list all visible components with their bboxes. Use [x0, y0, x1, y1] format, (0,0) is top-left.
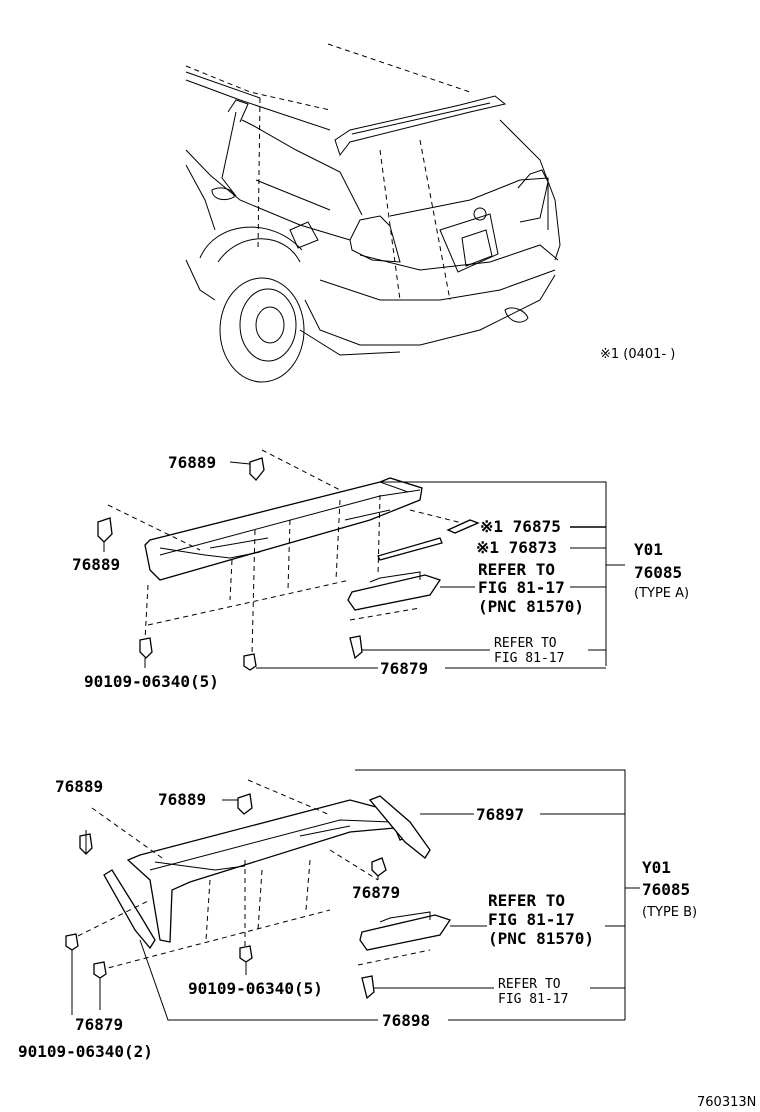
label-76898: 76898 [382, 1011, 430, 1030]
label-y01-a: Y01 [634, 540, 663, 559]
fig-a2: FIG 81-17 [494, 651, 564, 666]
label-76897: 76897 [476, 805, 524, 824]
section-b-spoiler [65, 779, 452, 1000]
label-type-a: (TYPE A) [634, 586, 689, 601]
label-y01-b: Y01 [642, 858, 671, 877]
pnc-b1: (PNC 81570) [488, 929, 594, 948]
label-76889-left-b: 76889 [55, 777, 103, 796]
label-90109-mid-b: 90109-06340(5) [188, 979, 323, 998]
label-76879-low-b: 76879 [75, 1015, 123, 1034]
section-a-leaders [103, 461, 625, 669]
label-76889-top-b: 76889 [158, 790, 206, 809]
figure-code: 760313N [697, 1095, 756, 1110]
refer-to-a1: REFER TO [478, 560, 555, 579]
refer-to-a2: REFER TO [494, 636, 557, 651]
label-76889-left-a: 76889 [72, 555, 120, 574]
fig-a1: FIG 81-17 [478, 578, 565, 597]
refer-to-b1: REFER TO [488, 891, 565, 910]
note-top: ※1 (0401- ) [600, 347, 675, 362]
fig-b1: FIG 81-17 [488, 910, 575, 929]
label-90109-a: 90109-06340(5) [84, 672, 219, 691]
section-b-leaders [71, 769, 640, 1021]
label-76085-b: 76085 [642, 880, 690, 899]
label-76873: ※1 76873 [476, 538, 557, 557]
section-a-spoiler [97, 449, 480, 671]
fig-b2: FIG 81-17 [498, 992, 568, 1007]
label-76875: ※1 76875 [480, 517, 561, 536]
label-76889-top-a: 76889 [168, 453, 216, 472]
pnc-a1: (PNC 81570) [478, 597, 584, 616]
car-rear-illustration [185, 43, 561, 383]
label-76879-a: 76879 [380, 659, 428, 678]
label-76879-mid-b: 76879 [352, 883, 400, 902]
label-76085-a: 76085 [634, 563, 682, 582]
label-type-b: (TYPE B) [642, 905, 697, 920]
label-90109-low-b: 90109-06340(2) [18, 1042, 153, 1061]
refer-to-b2: REFER TO [498, 977, 561, 992]
